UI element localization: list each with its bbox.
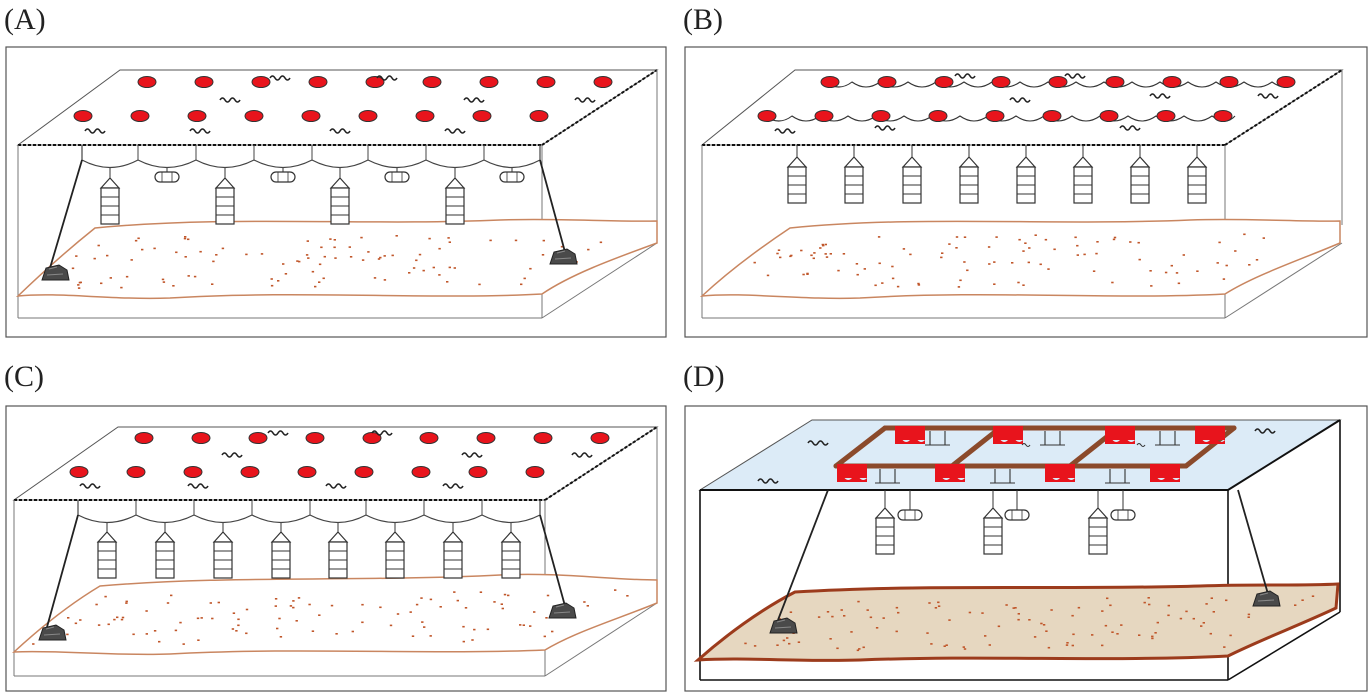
lantern-net-icon [443, 531, 463, 579]
lantern-net-icon [501, 531, 521, 579]
lantern-net-icon [1130, 156, 1150, 204]
panel-label-b: (B) [683, 3, 723, 36]
lantern-net-icon [959, 156, 979, 204]
pearl-net-icon [1004, 509, 1030, 521]
lantern-net-icon [385, 531, 405, 579]
panel-b-surface-longline [684, 46, 1368, 338]
panel-label-c: (C) [4, 360, 44, 393]
lantern-net-icon [844, 156, 864, 204]
pearl-net-icon [270, 171, 296, 183]
lantern-net-icon [97, 531, 117, 579]
lantern-net-icon [787, 156, 807, 204]
panel-label-d: (D) [683, 360, 725, 393]
lantern-net-icon [328, 531, 348, 579]
lantern-net-icon [1088, 507, 1108, 555]
pearl-net-icon [1110, 509, 1136, 521]
lantern-net-icon [1073, 156, 1093, 204]
lantern-net-icon [875, 507, 895, 555]
lantern-net-icon [330, 177, 350, 225]
panel-label-a: (A) [4, 3, 46, 36]
lantern-net-icon [983, 507, 1003, 555]
panel-c-longline-lanterns [5, 405, 667, 692]
pearl-net-icon [499, 171, 525, 183]
panel-a-longline-system [5, 46, 667, 338]
lantern-net-icon [902, 156, 922, 204]
lantern-net-icon [155, 531, 175, 579]
lantern-net-icon [445, 177, 465, 225]
lantern-net-icon [100, 177, 120, 225]
lantern-net-icon [1016, 156, 1036, 204]
lantern-net-icon [213, 531, 233, 579]
lantern-net-icon [271, 531, 291, 579]
pearl-net-icon [154, 171, 180, 183]
lantern-net-icon [215, 177, 235, 225]
lantern-net-icon [1187, 156, 1207, 204]
pearl-net-icon [384, 171, 410, 183]
panel-d-raft-system [684, 405, 1368, 692]
pearl-net-icon [897, 509, 923, 521]
